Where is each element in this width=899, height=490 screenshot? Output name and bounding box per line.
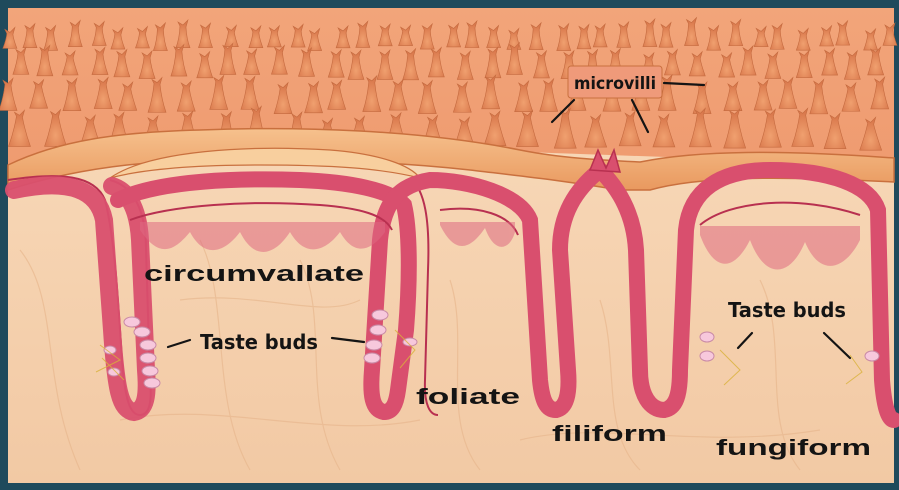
taste-bud xyxy=(124,317,140,327)
taste-bud xyxy=(370,325,386,335)
label-taste-buds-left: Taste buds xyxy=(200,330,318,354)
label-circumvallate: circumvallate xyxy=(144,261,364,286)
taste-bud xyxy=(144,378,160,388)
label-fungiform: fungiform xyxy=(716,435,871,460)
taste-bud xyxy=(372,310,388,320)
taste-bud xyxy=(865,351,879,361)
taste-bud xyxy=(142,366,158,376)
label-microvilli: microvilli xyxy=(574,74,656,94)
taste-bud xyxy=(140,340,156,350)
taste-bud xyxy=(364,353,380,363)
taste-bud xyxy=(700,332,714,342)
illustration-area: microvilli Taste buds Taste buds circumv… xyxy=(0,8,897,483)
taste-bud xyxy=(140,353,156,363)
label-filiform: filiform xyxy=(552,421,667,446)
label-taste-buds-right: Taste buds xyxy=(728,298,846,322)
taste-bud xyxy=(366,340,382,350)
label-foliate: foliate xyxy=(416,384,520,409)
taste-bud xyxy=(134,327,150,337)
taste-bud xyxy=(700,351,714,361)
